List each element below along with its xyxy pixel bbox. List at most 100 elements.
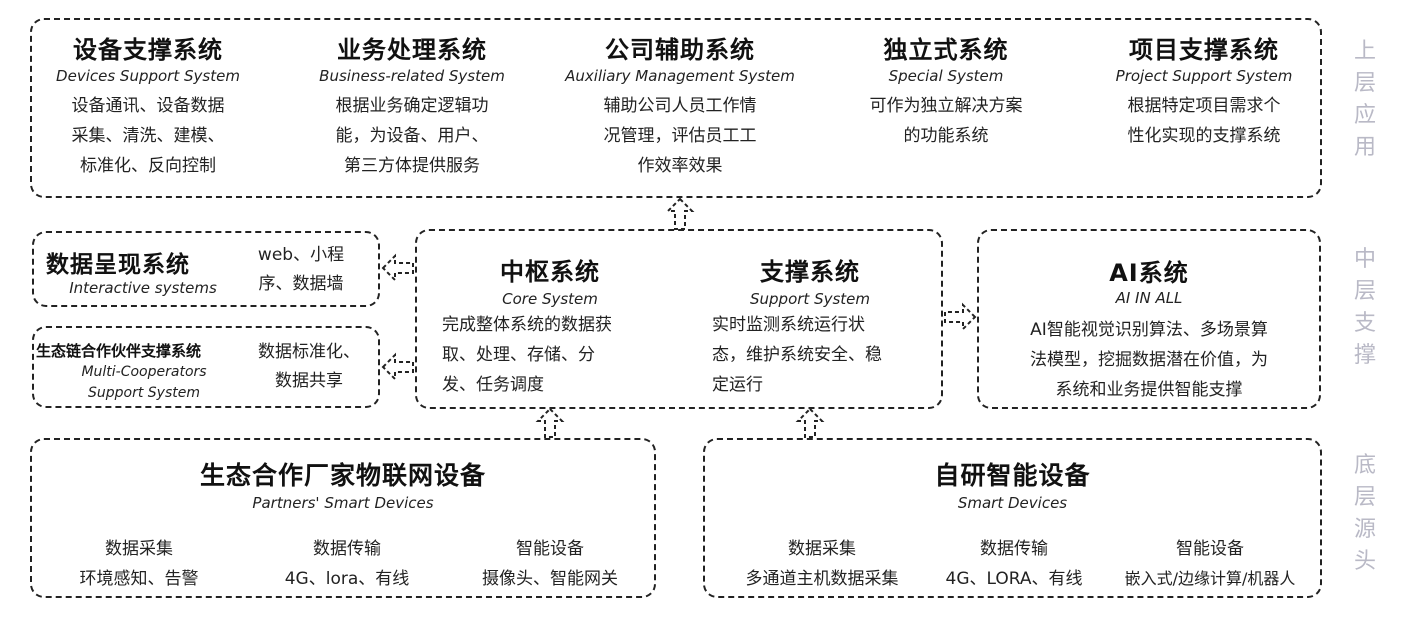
item-head: 数据采集 [105, 539, 173, 559]
arrow-up-from-partners-icon [535, 407, 565, 438]
arrow-left-to-data-present-icon [381, 253, 414, 283]
desc-line: web、小程 [257, 245, 345, 265]
desc-line: 法模型，挖掘数据潜在价值，为 [1030, 350, 1268, 370]
desc-line: 况管理，评估员工工 [603, 126, 757, 146]
eco-partner-support-system-desc: 数据标准化、 数据共享 [246, 338, 372, 396]
own-devices-title: 自研智能设备 [934, 461, 1091, 490]
side-char: 支 [1353, 311, 1376, 336]
side-label-middle: 中 层 支 撑 [1348, 244, 1382, 372]
own-item-smart-device: 智能设备 嵌入式/边缘计算/机器人 [1099, 534, 1321, 594]
desc-line: 定运行 [712, 375, 763, 395]
arrow-right-to-ai-icon [944, 302, 977, 332]
desc-line: 能，为设备、用户、 [335, 126, 489, 146]
ai-system-en: AI IN ALL [1115, 289, 1183, 307]
side-char: 层 [1353, 279, 1376, 304]
support-system-en: Support System [750, 290, 870, 308]
en-line: Support System [88, 385, 200, 401]
desc-line: 采集、清洗、建模、 [71, 126, 225, 146]
project-support-system-title: 项目支撑系统 [1129, 36, 1279, 64]
auxiliary-system-title: 公司辅助系统 [605, 36, 755, 64]
desc-line: 性化实现的支撑系统 [1127, 126, 1281, 146]
data-present-system-en: Interactive systems [69, 279, 217, 297]
item-sub: 4G、LORA、有线 [945, 569, 1083, 589]
partners-item-smart-device: 智能设备 摄像头、智能网关 [450, 534, 650, 594]
auxiliary-system: 公司辅助系统 Auxiliary Management System 辅助公司人… [558, 30, 802, 181]
core-system: 中枢系统 Core System 完成整体系统的数据获 取、处理、存储、分 发、… [432, 252, 672, 400]
support-system-desc: 实时监测系统运行状 态，维护系统安全、稳 定运行 [702, 310, 938, 400]
desc-line: 辅助公司人员工作情 [603, 96, 757, 116]
auxiliary-system-en: Auxiliary Management System [565, 67, 795, 85]
support-system-title: 支撑系统 [760, 258, 860, 286]
side-char: 中 [1353, 247, 1376, 272]
special-system: 独立式系统 Special System 可作为独立解决方案 的功能系统 [836, 30, 1056, 151]
desc-line: 实时监测系统运行状 [712, 315, 865, 335]
upper-application-layer-box [30, 18, 1322, 198]
core-support-box [415, 229, 943, 409]
item-sub: 嵌入式/边缘计算/机器人 [1124, 569, 1296, 588]
desc-line: 根据业务确定逻辑功 [335, 96, 489, 116]
partners-devices-box: 生态合作厂家物联网设备 Partners' Smart Devices 数据采集… [30, 438, 656, 598]
desc-line: 第三方体提供服务 [344, 156, 480, 176]
core-system-en: Core System [502, 290, 598, 308]
device-support-system-en: Devices Support System [56, 67, 240, 85]
item-head: 智能设备 [1176, 539, 1244, 559]
desc-line: 根据特定项目需求个 [1127, 96, 1281, 116]
eco-partner-support-system-en: Multi-Cooperators Support System [64, 362, 224, 404]
side-char: 撑 [1353, 343, 1376, 368]
device-support-system-title: 设备支撑系统 [73, 36, 223, 64]
side-char: 上 [1353, 39, 1376, 64]
own-devices-box: 自研智能设备 Smart Devices 数据采集 多通道主机数据采集 数据传输… [703, 438, 1322, 598]
desc-line: 作效率效果 [637, 156, 723, 176]
data-present-system-title: 数据呈现系统 [46, 252, 190, 278]
en-line: Multi-Cooperators [81, 364, 207, 380]
business-system-desc: 根据业务确定逻辑功 能，为设备、用户、 第三方体提供服务 [302, 91, 522, 181]
desc-line: 系统和业务提供智能支撑 [1055, 380, 1243, 400]
core-system-title: 中枢系统 [500, 258, 600, 286]
arrow-up-from-own-devices-icon [795, 407, 825, 438]
device-support-system-desc: 设备通讯、设备数据 采集、清洗、建模、 标准化、反向控制 [38, 91, 258, 181]
item-head: 智能设备 [516, 539, 584, 559]
business-system-en: Business-related System [319, 67, 505, 85]
data-present-system-desc: web、小程 序、数据墙 [240, 241, 362, 299]
auxiliary-system-desc: 辅助公司人员工作情 况管理，评估员工工 作效率效果 [558, 91, 802, 181]
data-present-system-box: 数据呈现系统 Interactive systems web、小程 序、数据墙 [32, 231, 380, 307]
desc-line: 序、数据墙 [258, 274, 344, 294]
business-system-title: 业务处理系统 [337, 36, 487, 64]
special-system-title: 独立式系统 [883, 36, 1009, 64]
desc-line: 设备通讯、设备数据 [71, 96, 225, 116]
side-label-upper: 上 层 应 用 [1348, 36, 1382, 164]
item-sub: 多通道主机数据采集 [745, 569, 899, 589]
business-system: 业务处理系统 Business-related System 根据业务确定逻辑功… [302, 30, 522, 181]
desc-line: AI智能视觉识别算法、多场景算 [1030, 320, 1268, 340]
item-sub: 环境感知、告警 [79, 569, 199, 589]
support-system: 支撑系统 Support System 实时监测系统运行状 态，维护系统安全、稳… [702, 252, 938, 400]
eco-partner-support-system-box: 生态链合作伙伴支撑系统 Multi-Cooperators Support Sy… [32, 326, 380, 408]
core-system-desc: 完成整体系统的数据获 取、处理、存储、分 发、任务调度 [432, 310, 672, 400]
side-char: 头 [1353, 549, 1376, 574]
project-support-system-desc: 根据特定项目需求个 性化实现的支撑系统 [1094, 91, 1314, 151]
project-support-system: 项目支撑系统 Project Support System 根据特定项目需求个 … [1094, 30, 1314, 151]
side-char: 层 [1353, 71, 1376, 96]
special-system-desc: 可作为独立解决方案 的功能系统 [836, 91, 1056, 151]
partners-item-transfer: 数据传输 4G、lora、有线 [252, 534, 442, 594]
ai-system-desc: AI智能视觉识别算法、多场景算 法模型，挖掘数据潜在价值，为 系统和业务提供智能… [979, 315, 1319, 405]
desc-line: 的功能系统 [903, 126, 989, 146]
side-char: 用 [1353, 135, 1376, 160]
device-support-system: 设备支撑系统 Devices Support System 设备通讯、设备数据 … [38, 30, 258, 181]
item-sub: 摄像头、智能网关 [482, 569, 618, 589]
side-char: 源 [1353, 517, 1376, 542]
own-item-collect: 数据采集 多通道主机数据采集 [717, 534, 927, 594]
desc-line: 发、任务调度 [442, 375, 544, 395]
eco-partner-support-system-title: 生态链合作伙伴支撑系统 [36, 342, 202, 360]
project-support-system-en: Project Support System [1115, 67, 1293, 85]
desc-line: 取、处理、存储、分 [442, 345, 595, 365]
desc-line: 完成整体系统的数据获 [442, 315, 612, 335]
arrow-left-to-eco-support-icon [381, 352, 414, 382]
partners-item-collect: 数据采集 环境感知、告警 [44, 534, 234, 594]
side-char: 层 [1353, 485, 1376, 510]
desc-line: 态，维护系统安全、稳 [712, 345, 882, 365]
partners-devices-title: 生态合作厂家物联网设备 [199, 461, 486, 490]
own-item-transfer: 数据传输 4G、LORA、有线 [929, 534, 1099, 594]
desc-line: 数据共享 [275, 371, 343, 391]
arrow-up-to-upper-layer-icon [665, 197, 695, 230]
